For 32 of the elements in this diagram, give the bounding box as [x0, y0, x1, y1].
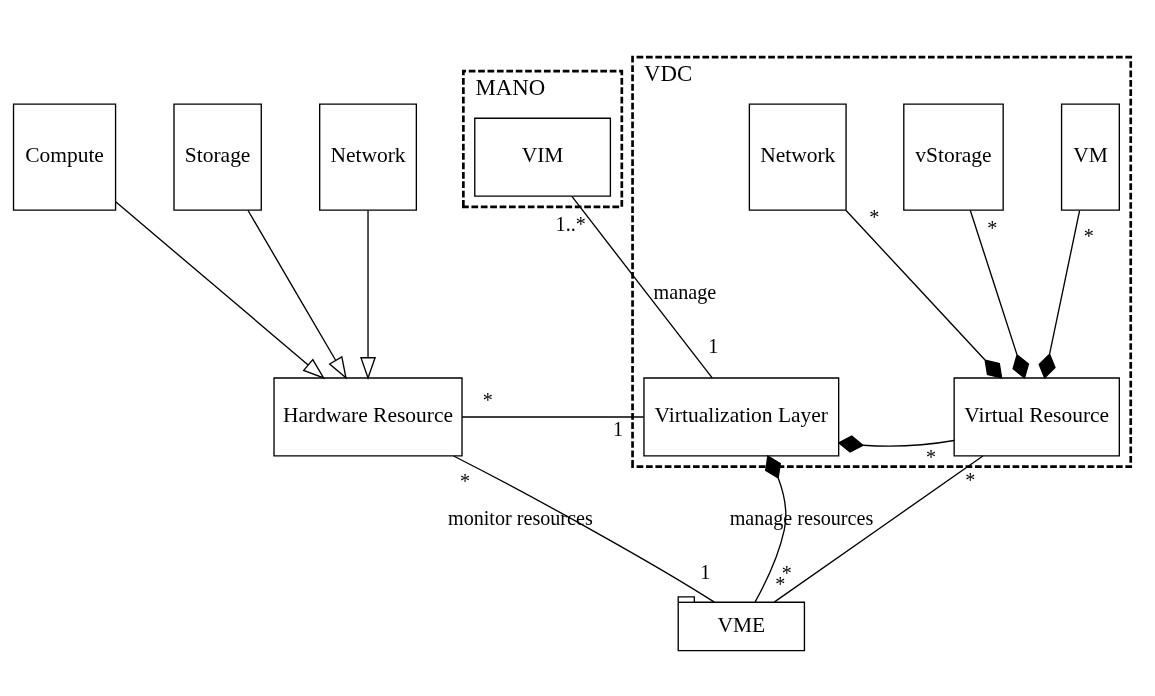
connector: [1038, 209, 1081, 379]
label: *: [965, 468, 976, 491]
label: *: [869, 205, 880, 228]
label: *: [482, 388, 493, 411]
node-box: Compute: [12, 102, 117, 211]
label: 1: [708, 334, 719, 357]
label: 1: [613, 417, 624, 440]
arrow: [247, 209, 347, 380]
connector: [461, 415, 645, 418]
edge-label: manage: [653, 280, 717, 303]
arrow: [360, 209, 376, 380]
connector: [571, 195, 713, 379]
arrow: [115, 200, 326, 379]
node-box: Storage: [173, 102, 262, 211]
node-box: Virtual Resource: [953, 376, 1120, 457]
node-box: Network: [748, 102, 847, 211]
node-box: Network: [319, 102, 418, 211]
node-box: Virtualization Layer: [643, 376, 840, 457]
connector: [845, 209, 1003, 379]
label: *: [1083, 224, 1094, 247]
node-box: vStorage: [903, 102, 1004, 211]
label: *: [987, 216, 998, 239]
connector: [837, 434, 955, 453]
label: 1..*: [555, 212, 586, 235]
node-box: VIM: [474, 117, 612, 197]
label: *: [460, 469, 471, 492]
node-box: Hardware Resource: [273, 376, 463, 457]
connector: [969, 209, 1030, 379]
node-box: VM: [1060, 102, 1120, 211]
label: 1: [700, 560, 711, 583]
label: *: [926, 445, 937, 468]
connector: [773, 454, 984, 603]
